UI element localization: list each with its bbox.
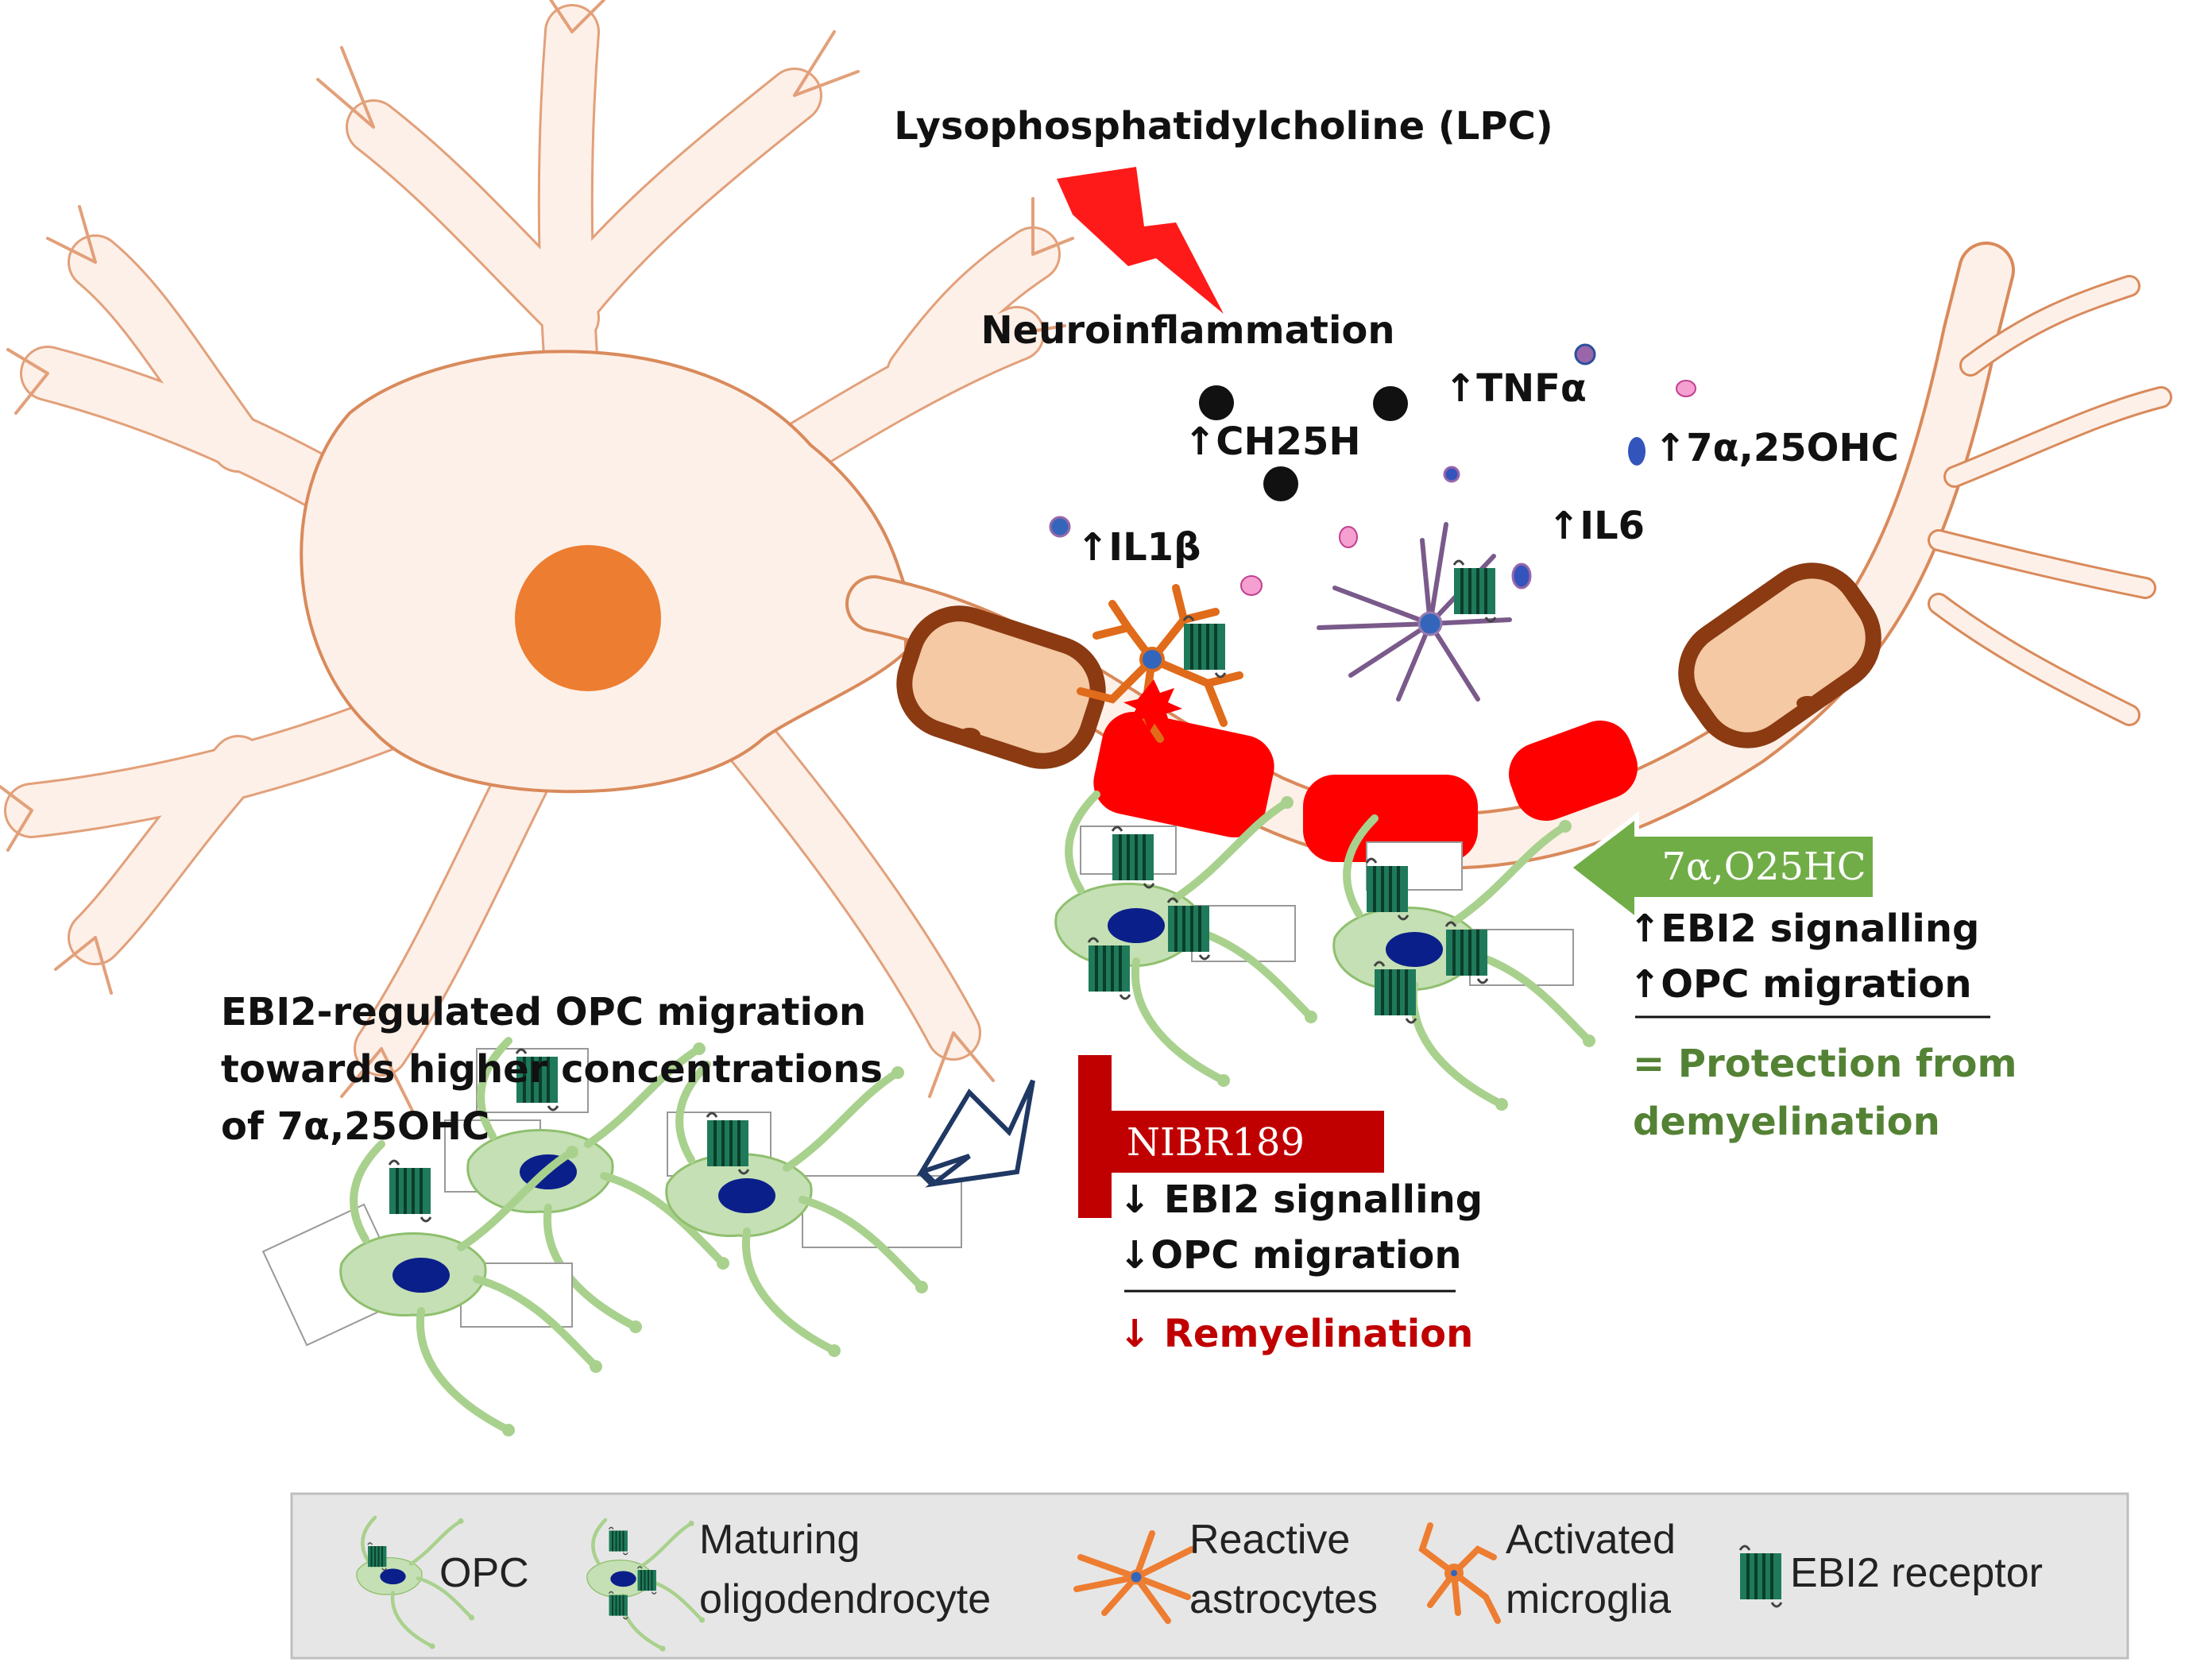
legend-maturing-line-2: oligodendrocyte [699,1576,991,1622]
agonist-arm: 7α,O25HC ↑EBI2 signalling ↑OPC migration… [1565,810,2017,1144]
agonist-label: 7α,O25HC [1661,845,1866,889]
legend-astro-line-2: astrocytes [1189,1576,1378,1622]
migration-line-2: towards higher concentrations [221,1047,883,1092]
antagonist-arm: NIBR189 ↓ EBI2 signalling ↓OPC migration… [1078,1055,1483,1356]
lightning-bolt-icon [1057,167,1224,314]
antagonist-effect-2: ↓OPC migration [1119,1233,1462,1278]
antagonist-effect-1: ↓ EBI2 signalling [1119,1177,1483,1222]
migration-line-3: of 7α,25OHC [221,1104,489,1149]
neuron [0,0,1074,1114]
inhibitor-label-box [1078,1111,1384,1173]
legend-microglia-line-2: microglia [1506,1576,1671,1622]
maturing-oligodendrocyte [1056,795,1317,1087]
microglia-activation-burst-icon [1123,679,1182,733]
myelin-sheaths [896,563,1881,862]
antagonist-outcome: ↓ Remyelination [1119,1312,1473,1356]
opc-cell [444,1041,729,1333]
legend: OPC Maturing oligodendrocyte Reactive as… [290,1492,2129,1660]
oxysterol-label: ↑7α,25OHC [1654,426,1899,470]
maturing-oligodendrocyte [1334,818,1595,1111]
agonist-effect-1: ↑EBI2 signalling [1629,907,1979,951]
opc-cell [261,1144,602,1436]
legend-astro-line-1: Reactive [1189,1517,1350,1563]
il1b-label: ↑IL1β [1077,525,1201,570]
agonist-effect-2: ↑OPC migration [1629,962,1972,1007]
neuroinflammation-label: Neuroinflammation [980,308,1394,353]
ebi2-receptor-icon [1452,559,1497,623]
neuron-nucleus [515,545,661,691]
migration-caption: EBI2-regulated OPC migration towards hig… [221,990,883,1149]
cytokine-molecules [1049,343,1696,596]
legend-maturing-line-1: Maturing [699,1517,860,1563]
agonist-outcome-2: demyelination [1633,1100,1940,1144]
inhibitor-label: NIBR189 [1127,1120,1305,1165]
migration-direction-arrow-icon [916,1079,1035,1188]
tnfa-label: ↑TNFα [1444,366,1587,411]
agonist-outcome-1: = Protection from [1633,1042,2017,1086]
legend-astrocyte-icon [1073,1530,1195,1624]
migration-line-1: EBI2-regulated OPC migration [221,990,866,1034]
ebi2-receptor-icon [1182,615,1227,679]
agonist-arrow [1565,810,1877,926]
legend-receptor-icon [1738,1545,1783,1608]
ch25h-label: ↑CH25H [1184,420,1361,464]
opc-cell [667,1065,962,1357]
lpc-trigger-label: Lysophosphatidylcholine (LPC) [894,104,1553,149]
legend-receptor-label: EBI2 receptor [1790,1550,2043,1596]
legend-microglia-line-1: Activated [1506,1517,1676,1563]
legend-opc-label: OPC [439,1550,529,1596]
legend-microglia-icon [1418,1522,1501,1624]
il6-label: ↑IL6 [1548,504,1645,548]
